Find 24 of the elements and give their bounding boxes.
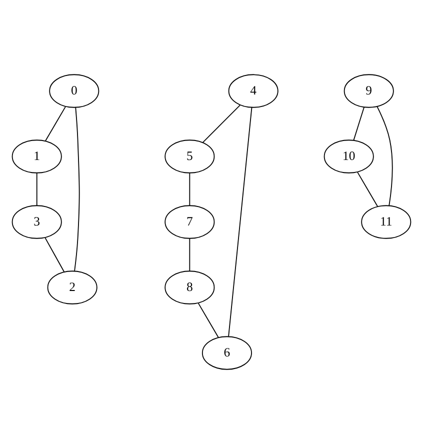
node-ellipse: 0: [49, 74, 100, 108]
node-ellipse: 8: [164, 270, 215, 304]
connector: [74, 106, 80, 271]
node-ellipse: 3: [12, 204, 62, 238]
node-ellipse: 7: [164, 204, 215, 238]
connector: [44, 236, 65, 272]
connector: [36, 172, 38, 206]
connector: [376, 106, 393, 206]
node-ellipse: 10: [324, 139, 374, 173]
connector: [189, 172, 190, 206]
node-ellipse: 2: [47, 270, 98, 304]
node-ellipse: 4: [228, 74, 278, 108]
node-ellipse: 1: [12, 139, 62, 173]
connector: [202, 104, 241, 142]
node-ellipse: 6: [202, 336, 252, 370]
connector: [353, 106, 364, 140]
connector: [45, 106, 66, 141]
connector: [189, 238, 190, 271]
connector: [357, 171, 378, 206]
node-ellipse: 5: [164, 139, 215, 173]
node-ellipse: 9: [344, 74, 394, 108]
connector: [228, 106, 252, 336]
node-ellipse: 11: [361, 204, 412, 238]
connector: [198, 302, 219, 338]
